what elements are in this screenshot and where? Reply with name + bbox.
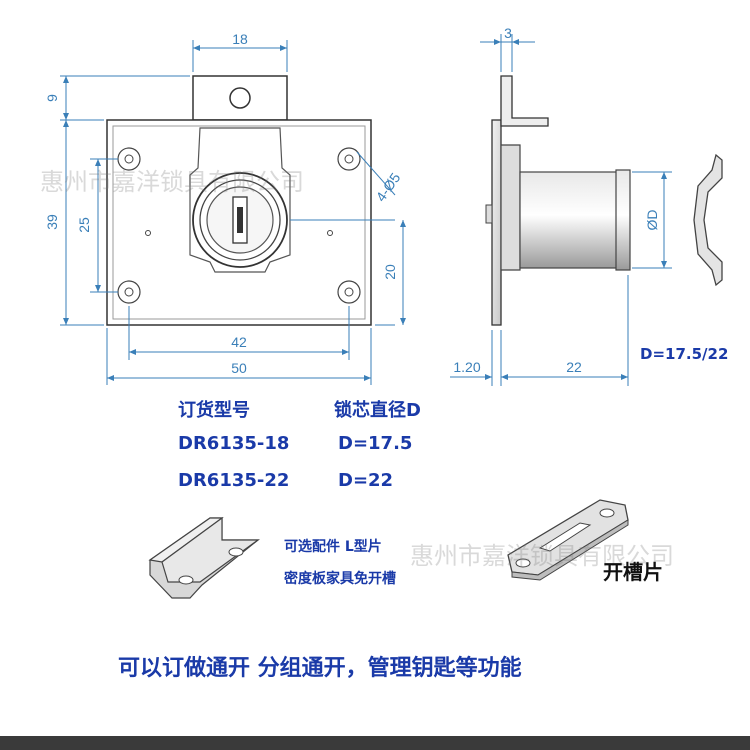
accessory-l-line2: 密度板家具免开槽 xyxy=(284,571,396,587)
strike-profile xyxy=(693,153,723,287)
watermark-middle: 惠州市嘉洋锁具有限公司 xyxy=(410,542,674,570)
front-view xyxy=(106,75,372,326)
dim-cylinder-diameter: ØD xyxy=(644,210,660,231)
spec-row-2-diameter: D=22 xyxy=(338,470,394,491)
dim-body-offset: 20 xyxy=(382,264,398,280)
accessory-l-line1: 可选配件 L型片 xyxy=(284,539,382,555)
dim-cylinder-length: 22 xyxy=(566,359,582,375)
feature-text: 可以订做通开 分组通开，管理钥匙等功能 xyxy=(118,656,522,681)
mounting-hole-tr xyxy=(337,147,361,171)
slot-plate-illustration xyxy=(507,499,629,581)
side-cylinder xyxy=(519,171,629,269)
dim-hole-spacing-v: 25 xyxy=(76,217,92,233)
side-tab xyxy=(500,75,549,127)
dim-top-height: 9 xyxy=(44,94,60,102)
dim-plate-width: 50 xyxy=(231,360,247,376)
side-view xyxy=(485,75,631,326)
d-values-label: D=17.5/22 xyxy=(640,345,729,363)
dim-plate-height: 39 xyxy=(44,214,60,230)
front-dimension-lines xyxy=(60,40,404,385)
watermark-top: 惠州市嘉洋锁具有限公司 xyxy=(40,168,304,196)
tab-hole xyxy=(229,87,251,109)
l-bracket-illustration xyxy=(148,516,260,599)
side-body xyxy=(500,144,521,271)
side-arrowheads xyxy=(485,39,667,380)
mounting-hole-br xyxy=(337,280,361,304)
side-plate xyxy=(491,119,502,326)
dim-top-width: 18 xyxy=(232,31,248,47)
dim-hole-spacing-h: 42 xyxy=(231,334,247,350)
spec-header-model: 订货型号 xyxy=(178,400,250,421)
bottom-bar xyxy=(0,736,750,750)
spec-row-1-diameter: D=17.5 xyxy=(338,433,413,454)
lock-cylinder-face xyxy=(192,172,288,268)
spec-row-2-model: DR6135-22 xyxy=(178,470,290,491)
dim-flange-thickness: 1.20 xyxy=(453,359,480,375)
slot-plate-label: 开槽片 xyxy=(603,560,663,584)
side-dimension-lines xyxy=(450,34,672,386)
spec-row-1-model: DR6135-18 xyxy=(178,433,290,454)
dim-plate-thickness: 3 xyxy=(504,25,512,41)
mounting-hole-bl xyxy=(117,280,141,304)
spec-header-diameter: 锁芯直径D xyxy=(334,400,421,421)
front-arrowheads xyxy=(63,45,406,381)
